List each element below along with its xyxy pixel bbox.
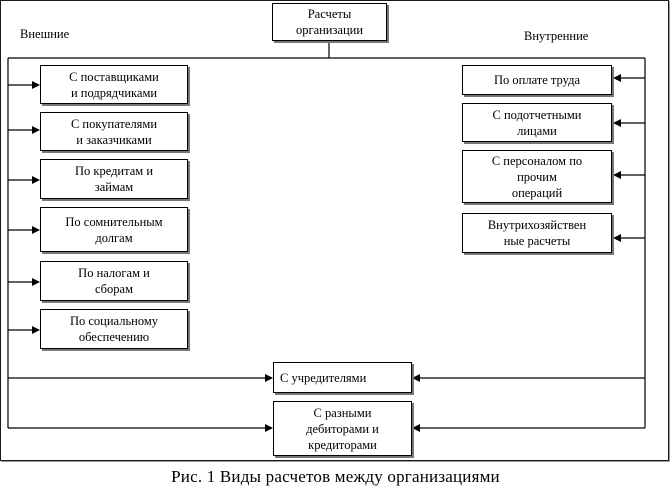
external-node: По кредитам и займам [40, 159, 188, 199]
external-node-label: С поставщиками и подрядчиками [69, 69, 159, 100]
external-node-label: По налогам и сборам [78, 266, 150, 296]
external-heading: Внешние [20, 27, 70, 41]
root-node: Расчеты организации [272, 3, 387, 41]
root-node-label: Расчеты организации [295, 7, 364, 37]
external-node: С поставщиками и подрядчиками [40, 65, 188, 104]
internal-node: С подотчетными лицами [462, 103, 612, 142]
external-node-label: С покупателями и заказчиками [70, 116, 158, 147]
internal-node: Внутрихозяйствен ные расчеты [462, 213, 612, 253]
founders-node-label: С учредителями [280, 370, 367, 385]
internal-heading: Внутренние [524, 29, 589, 43]
internal-node: С персоналом по прочим операций [462, 150, 612, 203]
diagram-frame [0, 0, 669, 461]
external-node: По налогам и сборам [40, 261, 188, 301]
external-node: С покупателями и заказчиками [40, 112, 188, 151]
internal-node-label: С подотчетными лицами [492, 107, 582, 138]
external-node-label: По сомнительным долгам [65, 214, 163, 245]
debtors-node: С разными дебиторами и кредиторами [273, 401, 412, 456]
internal-node: По оплате труда [462, 65, 612, 95]
figure-caption: Рис. 1 Виды расчетов между организациями [171, 467, 500, 486]
founders-node: С учредителями [273, 362, 412, 393]
external-node-label: По кредитам и займам [74, 164, 154, 194]
internal-node-label: По оплате труда [493, 73, 580, 87]
debtors-node-label: С разными дебиторами и кредиторами [306, 405, 379, 452]
internal-node-label: Внутрихозяйствен ные расчеты [487, 218, 587, 248]
external-node: По социальному обеспечению [40, 309, 188, 349]
external-node-label: По социальному обеспечению [69, 314, 159, 344]
external-node: По сомнительным долгам [40, 207, 188, 252]
internal-node-label: С персоналом по прочим операций [491, 153, 583, 200]
